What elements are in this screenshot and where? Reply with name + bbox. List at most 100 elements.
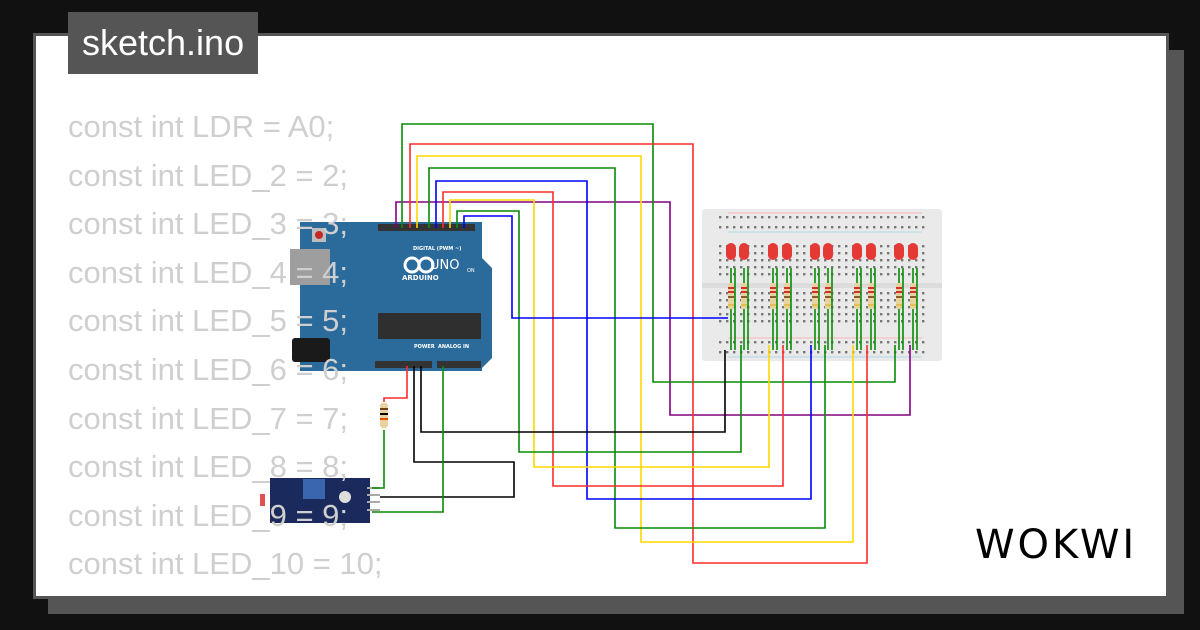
breadboard-hole: [901, 216, 904, 219]
breadboard[interactable]: [702, 209, 942, 361]
led[interactable]: [739, 243, 749, 260]
breadboard-hole: [719, 292, 722, 295]
led-body: [823, 243, 833, 260]
breadboard-hole: [887, 351, 890, 354]
led[interactable]: [810, 243, 820, 260]
led[interactable]: [726, 243, 736, 260]
resistor[interactable]: [868, 283, 874, 309]
resistor[interactable]: [770, 283, 776, 309]
breadboard-hole: [922, 273, 925, 276]
breadboard-hole: [817, 351, 820, 354]
resistor-band: [812, 291, 818, 293]
breadboard-hole: [894, 320, 897, 323]
wokwi-logo: WOKWI: [975, 522, 1138, 568]
wire-pin8[interactable]: [416, 155, 854, 543]
wire-pin7[interactable]: [428, 167, 826, 529]
resistor[interactable]: [728, 283, 734, 309]
preview-card: [33, 33, 1169, 599]
breadboard-hole: [838, 341, 841, 344]
breadboard-hole: [880, 259, 883, 262]
led[interactable]: [908, 243, 918, 260]
wire-resistor-sensor[interactable]: [372, 430, 385, 489]
led[interactable]: [894, 243, 904, 260]
resistor-band: [784, 304, 790, 306]
breadboard-hole: [845, 245, 848, 248]
resistor[interactable]: [896, 283, 902, 309]
wire-pin6[interactable]: [435, 180, 812, 500]
breadboard-hole: [782, 320, 785, 323]
breadboard-hole: [894, 216, 897, 219]
breadboard-hole: [922, 299, 925, 302]
breadboard-hole: [908, 273, 911, 276]
led-body: [810, 243, 820, 260]
wire-pin3[interactable]: [456, 210, 742, 453]
breadboard-hole: [908, 320, 911, 323]
resistor-band: [812, 287, 818, 289]
resistor[interactable]: [784, 283, 790, 309]
led[interactable]: [852, 243, 862, 260]
wire-pin9[interactable]: [409, 143, 868, 564]
wire-5v-resistor[interactable]: [383, 366, 408, 402]
resistor[interactable]: [825, 283, 831, 309]
breadboard-hole: [782, 259, 785, 262]
resistor[interactable]: [741, 283, 747, 309]
breadboard-hole: [810, 216, 813, 219]
led[interactable]: [768, 243, 778, 260]
breadboard-hole: [922, 226, 925, 229]
wire-gnd-sensor[interactable]: [380, 366, 515, 498]
pullup-resistor[interactable]: [380, 403, 388, 428]
breadboard-hole: [908, 292, 911, 295]
breadboard-hole: [866, 299, 869, 302]
ldr-sensor-module[interactable]: [260, 478, 380, 523]
breadboard-hole: [740, 320, 743, 323]
breadboard-hole: [922, 292, 925, 295]
breadboard-hole: [761, 252, 764, 255]
resistor-band: [910, 304, 916, 306]
breadboard-hole: [754, 320, 757, 323]
breadboard-hole: [719, 273, 722, 276]
led[interactable]: [782, 243, 792, 260]
breadboard-hole: [845, 216, 848, 219]
resistor[interactable]: [854, 283, 860, 309]
breadboard-hole: [810, 320, 813, 323]
breadboard-hole: [761, 273, 764, 276]
breadboard-hole: [845, 306, 848, 309]
led[interactable]: [823, 243, 833, 260]
breadboard-hole: [803, 216, 806, 219]
breadboard-hole: [887, 341, 890, 344]
breadboard-hole: [908, 341, 911, 344]
breadboard-hole: [817, 216, 820, 219]
resistor[interactable]: [910, 283, 916, 309]
breadboard-hole: [782, 306, 785, 309]
breadboard-hole: [866, 259, 869, 262]
breadboard-hole: [796, 226, 799, 229]
wire-pin2[interactable]: [463, 215, 728, 319]
wire-a0-sensor[interactable]: [372, 366, 444, 513]
breadboard-hole: [726, 351, 729, 354]
breadboard-hole: [908, 216, 911, 219]
breadboard-hole: [754, 292, 757, 295]
led[interactable]: [866, 243, 876, 260]
wire-pin4[interactable]: [449, 199, 770, 468]
breadboard-hole: [740, 259, 743, 262]
breadboard-hole: [719, 226, 722, 229]
breadboard-hole: [845, 299, 848, 302]
wire-pin5[interactable]: [442, 191, 784, 487]
breadboard-hole: [719, 306, 722, 309]
breadboard-hole: [740, 313, 743, 316]
breadboard-hole: [747, 351, 750, 354]
breadboard-hole: [880, 226, 883, 229]
breadboard-hole: [887, 306, 890, 309]
breadboard-hole: [845, 259, 848, 262]
breadboard-hole: [719, 216, 722, 219]
breadboard-hole: [894, 313, 897, 316]
resistor-band: [868, 296, 874, 298]
arduino-uno[interactable]: ARDUINO UNO DIGITAL (PWM ~) POWER ANALOG…: [290, 222, 492, 371]
breadboard-hole: [796, 273, 799, 276]
resistor[interactable]: [812, 283, 818, 309]
breadboard-hole: [768, 266, 771, 269]
breadboard-hole: [796, 216, 799, 219]
wire-pin11[interactable]: [395, 201, 911, 416]
wire-gnd-breadboard[interactable]: [420, 350, 726, 433]
wire-pin10[interactable]: [401, 123, 896, 383]
